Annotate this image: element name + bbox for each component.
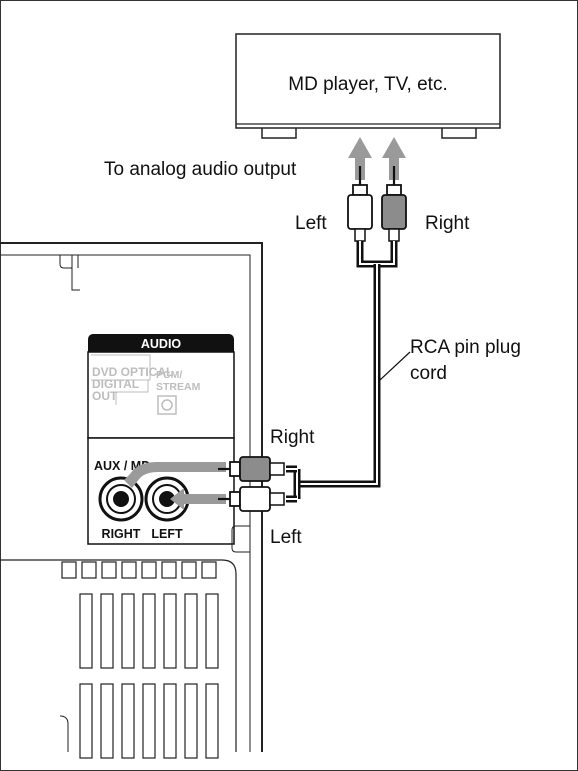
- pcm-label-2: STREAM: [156, 381, 201, 393]
- jack-right-label: RIGHT: [102, 527, 141, 541]
- arrow-up-right: [382, 137, 406, 180]
- audio-header-label: AUDIO: [141, 337, 182, 351]
- top-left-label: Left: [295, 213, 327, 234]
- vent-slots: [79, 593, 219, 759]
- top-plug-right: [381, 194, 407, 230]
- top-plug-left: [347, 194, 373, 230]
- bottom-left-label: Left: [270, 527, 302, 548]
- arrow-to-right-jack: [124, 462, 226, 488]
- receiver-panel: AUDIO DVD OPTICAL DIGITAL OUT PCM/ STREA…: [0, 242, 263, 759]
- bottom-plug-left: [239, 486, 271, 512]
- device-label: MD player, TV, etc.: [288, 74, 447, 95]
- arrow-up-left: [348, 137, 372, 180]
- top-right-label: Right: [425, 213, 470, 234]
- jack-left-label: LEFT: [151, 527, 183, 541]
- bottom-right-label: Right: [270, 427, 315, 448]
- optical-label-2: DIGITAL: [92, 377, 139, 391]
- bottom-plugs: [218, 456, 285, 512]
- output-arrows: [348, 137, 406, 180]
- external-device: MD player, TV, etc.: [235, 33, 501, 139]
- rca-cable: [286, 241, 398, 503]
- arrow-to-left-jack: [170, 488, 226, 510]
- output-label: To analog audio output: [104, 159, 297, 180]
- insert-arrows: [124, 462, 226, 510]
- cord-label-line2: cord: [410, 363, 447, 384]
- vent-squares: [61, 561, 217, 579]
- optical-label-1: DVD OPTICAL: [92, 365, 173, 379]
- optical-label-3: OUT: [92, 389, 118, 403]
- cord-leader-line: [379, 351, 411, 381]
- top-plugs: [347, 166, 407, 242]
- bottom-plug-right: [239, 456, 271, 482]
- pcm-label-1: PCM/: [156, 369, 182, 381]
- cord-label-line1: RCA pin plug: [410, 337, 521, 358]
- device-body: [235, 33, 501, 129]
- optical-port-icon: [157, 395, 177, 415]
